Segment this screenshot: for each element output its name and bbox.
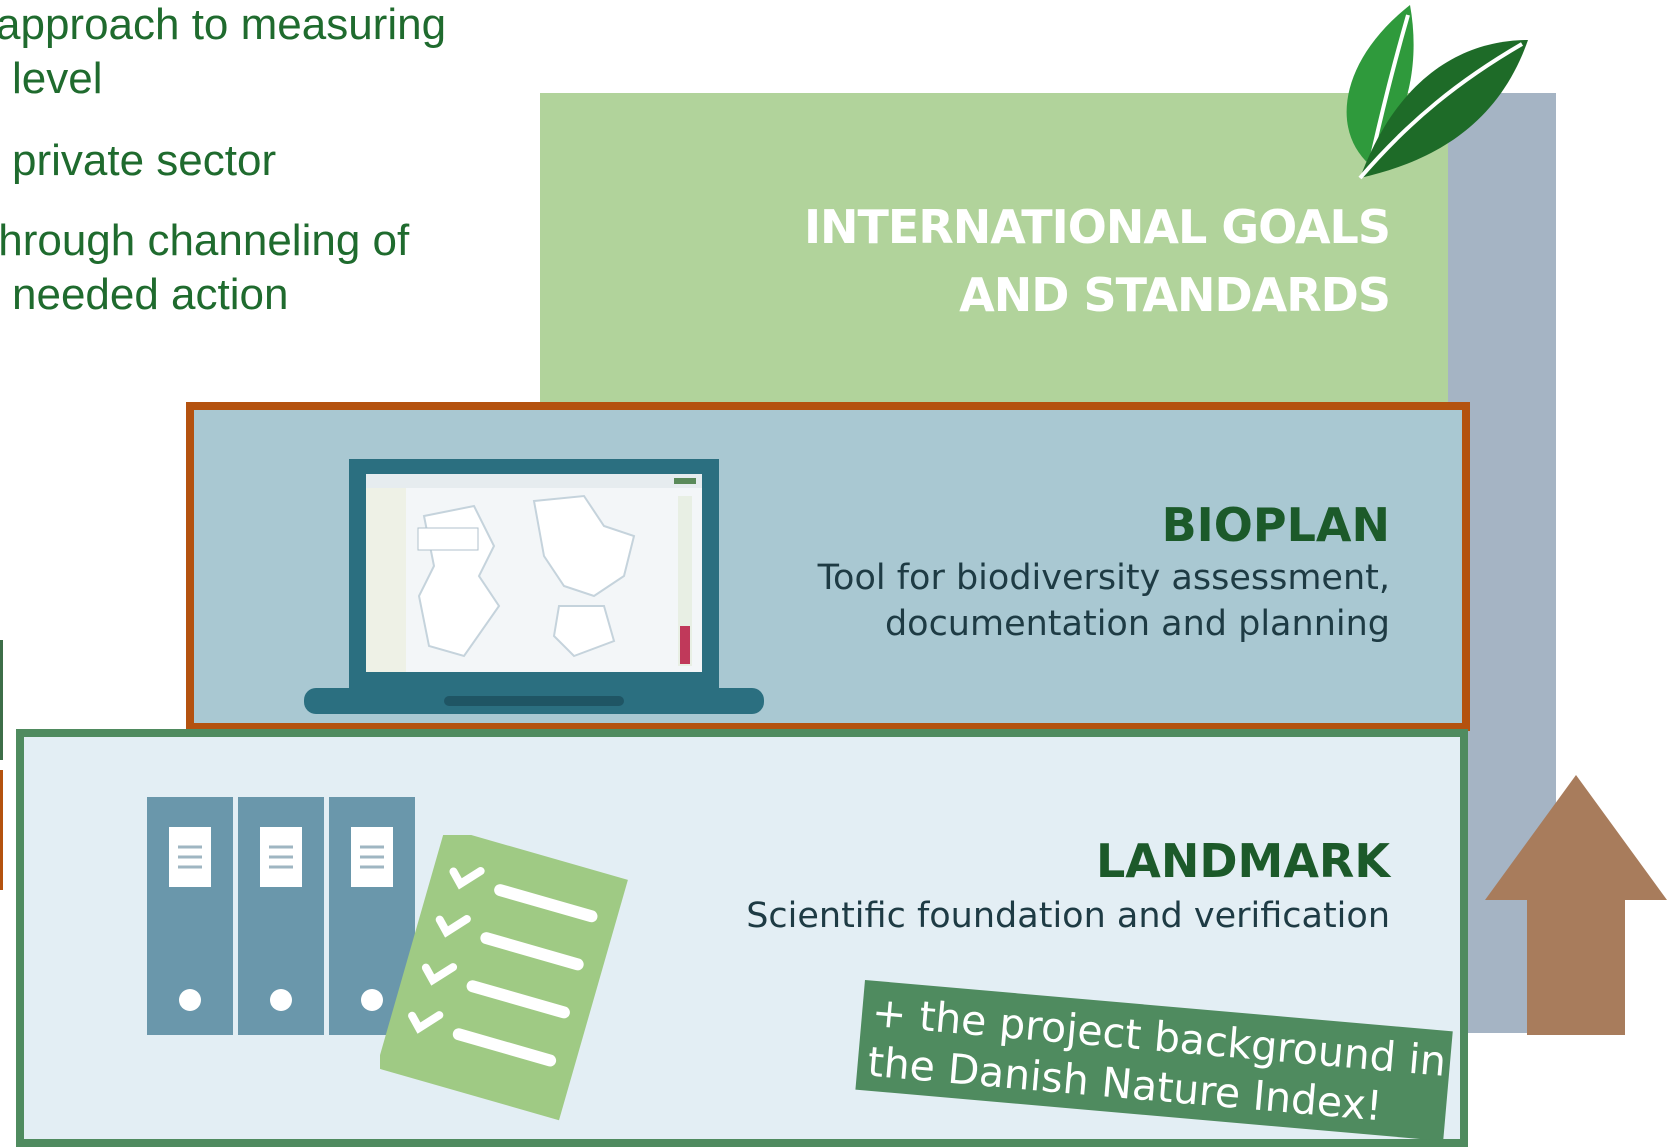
- bioplan-subtitle-line-2: documentation and planning: [884, 604, 1390, 644]
- binder-icon: [147, 797, 415, 1035]
- laptop-map-icon: [304, 459, 764, 714]
- left-text-line-1: approach to measuring: [0, 0, 447, 49]
- left-edge-mark-orange: [0, 770, 3, 890]
- bioplan-title: BIOPLAN: [1161, 498, 1390, 552]
- landmark-title: LANDMARK: [1095, 834, 1390, 888]
- international-goals-layer: [540, 93, 1448, 423]
- checklist-icon: [380, 835, 628, 1121]
- left-text-line-3: private sector: [12, 136, 277, 185]
- international-title-line-1: INTERNATIONAL GOALS: [803, 200, 1391, 254]
- landmark-subtitle: Scientific foundation and verification: [746, 896, 1390, 936]
- left-edge-mark: [0, 640, 3, 760]
- left-text-line-2: level: [12, 54, 103, 103]
- leaf-icon: [1346, 5, 1528, 180]
- left-text-line-4: through channeling of: [0, 216, 410, 265]
- bioplan-subtitle-line-1: Tool for biodiversity assessment,: [817, 558, 1390, 598]
- up-arrow-icon: [1485, 775, 1667, 1035]
- international-title-line-2: AND STANDARDS: [959, 268, 1391, 322]
- left-text-line-5: needed action: [12, 270, 289, 319]
